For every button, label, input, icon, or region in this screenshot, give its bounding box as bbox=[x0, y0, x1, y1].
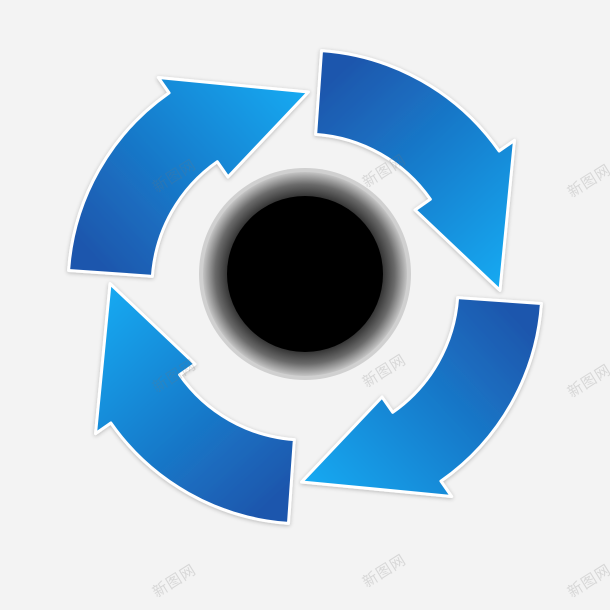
black-circle-icon bbox=[227, 196, 383, 352]
curved-arrow-icon bbox=[300, 296, 543, 498]
curved-arrow-icon bbox=[314, 49, 516, 292]
center-circle bbox=[199, 168, 411, 380]
curved-arrow-icon bbox=[67, 76, 310, 278]
cycle-arrows bbox=[67, 49, 543, 525]
curved-arrow-icon bbox=[94, 282, 296, 525]
